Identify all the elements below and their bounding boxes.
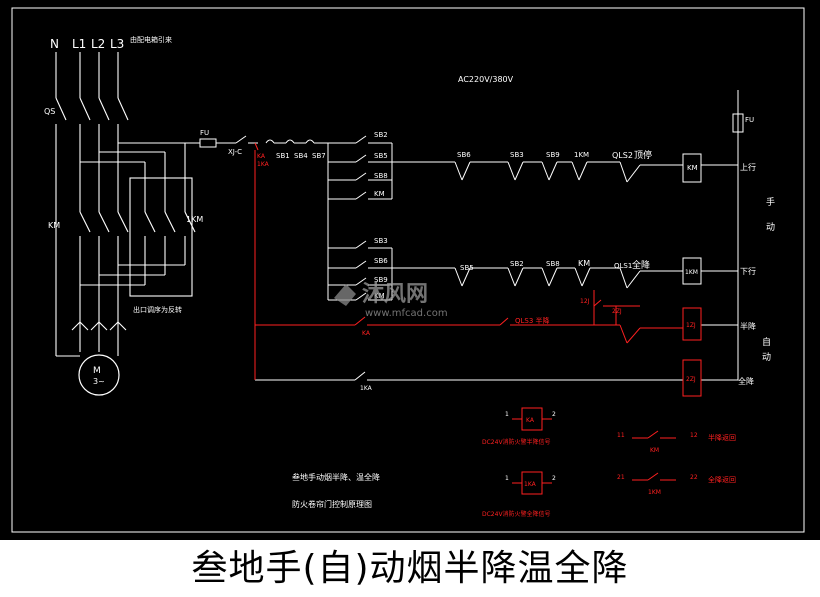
ka12-label: 12J [580, 298, 590, 305]
phase-l1-label: L1 [72, 37, 86, 51]
out2-mid: 1KM [648, 489, 661, 496]
relay2-label: 1KA [524, 481, 537, 488]
page-caption: 叁地手(自)动烟半降温全降 [191, 548, 629, 589]
sb1-label: SB1 [276, 152, 290, 160]
full-text-label: 全降 [738, 376, 754, 386]
alarm-labels: KA 1KA KA 1KA 12J 2ZJ QLS3 半降 1ZJ 2ZJ KA… [257, 153, 736, 518]
km-aux2-label: KM [374, 292, 385, 300]
source-note: 由配电箱引来 [130, 35, 172, 44]
power-labels: N L1 L2 L3 由配电箱引来 QS KM 1KM M 3~ 出口调序为反转 [44, 35, 203, 386]
watermark-logo-icon [334, 284, 356, 306]
sb6-label: SB6 [374, 257, 388, 265]
relay1-pin1: 1 [505, 411, 509, 418]
up-qls2-label: QLS2 [612, 151, 633, 160]
xj-label: XJ-C [228, 148, 242, 156]
up-text-label: 上行 [740, 162, 756, 172]
sb3-label: SB3 [374, 237, 388, 245]
title-line-1: 叁地手动烟半降、温全降 [292, 472, 380, 482]
fu-right-label: FU [745, 116, 754, 124]
dn-sb2-label: SB2 [510, 260, 524, 268]
dn-full-label: 全降 [632, 259, 650, 271]
drawing-frame [11, 7, 805, 533]
up-coil-label: KM [687, 164, 698, 172]
cad-drawing: N L1 L2 L3 由配电箱引来 QS KM 1KM M 3~ 出口调序为反转 [0, 0, 820, 540]
relay1-label: KA [526, 417, 535, 424]
phase-l3-label: L3 [110, 37, 124, 51]
km-label: KM [48, 221, 60, 230]
title-line-2: 防火卷帘门控制原理图 [292, 499, 372, 509]
out2-note: 全降返回 [708, 475, 736, 484]
motor-label: M [93, 366, 101, 376]
ka-top-label: KA [257, 153, 266, 160]
half-text-label: 半降 [740, 321, 756, 331]
control-labels: AC220V/380V FU XJ-C SB1 SB4 SB7 SB2 SB5 … [200, 75, 775, 386]
watermark: 沐风网 www.mfcad.com [334, 282, 448, 319]
out1-right: 12 [690, 432, 698, 439]
relay2-note: DC24V消防火警全降信号 [482, 510, 551, 518]
sb5-label: SB5 [374, 152, 388, 160]
dn-qls1-label: QLS1 [614, 262, 632, 270]
control-circuit [185, 90, 744, 381]
out1-note: 半降返回 [708, 433, 736, 442]
reverse-note: 出口调序为反转 [133, 305, 182, 314]
supply-label: AC220V/380V [458, 75, 514, 84]
power-circuit [55, 52, 196, 357]
title-block: 叁地手动烟半降、温全降 防火卷帘门控制原理图 [292, 472, 380, 509]
ka2j-label: 2ZJ [612, 308, 622, 315]
auto-label-1: 自 [762, 336, 771, 348]
km-aux-label: KM [374, 190, 385, 198]
dn-coil-label: 1KM [685, 269, 698, 276]
qs-label: QS [44, 107, 55, 116]
dn-km-label: KM [578, 259, 590, 268]
km1-label: 1KM [186, 215, 203, 224]
dn-sb5-label: SB5 [460, 264, 474, 272]
watermark-brand: 沐风网 [362, 282, 428, 307]
motor-sub-label: 3~ [93, 377, 105, 386]
sb8-label: SB8 [374, 172, 388, 180]
motor-symbol [78, 354, 120, 396]
sb9-label: SB9 [374, 276, 388, 284]
watermark-url: www.mfcad.com [365, 308, 448, 319]
sb4-label: SB4 [294, 152, 308, 160]
out2-left: 21 [617, 474, 625, 481]
dn-sb8-label: SB8 [546, 260, 560, 268]
dn-text-label: 下行 [740, 266, 756, 276]
relay1-pin2: 2 [552, 411, 556, 418]
ka-mid-label: KA [362, 330, 371, 337]
manual-label-2: 动 [766, 222, 775, 233]
out2-right: 22 [690, 474, 698, 481]
coil2-label: 2ZJ [686, 376, 696, 383]
manual-label-1: 手 [766, 196, 775, 208]
phase-n-label: N [50, 37, 59, 51]
relay2-pin1: 1 [505, 475, 509, 482]
ka-top2-label: 1KA [257, 161, 270, 168]
up-sb6-label: SB6 [457, 151, 471, 159]
up-stop-label: 顶停 [634, 149, 652, 161]
up-sb9-label: SB9 [546, 151, 560, 159]
up-sb3-label: SB3 [510, 151, 524, 159]
up-1km-label: 1KM [574, 151, 589, 159]
sb2-label: SB2 [374, 131, 388, 139]
fu-label: FU [200, 129, 209, 137]
alarm-circuit [254, 142, 702, 495]
auto-label-2: 动 [762, 352, 771, 363]
relay2-pin2: 2 [552, 475, 556, 482]
sb7-label: SB7 [312, 152, 326, 160]
phase-l2-label: L2 [91, 37, 105, 51]
out1-left: 11 [617, 432, 625, 439]
relay1-note: DC24V消防火警半降信号 [482, 438, 551, 446]
qls3-label: QLS3 半降 [515, 316, 550, 325]
coil1-label: 1ZJ [686, 322, 696, 329]
k1ka-label: 1KA [360, 385, 373, 392]
out1-mid: KM [650, 447, 659, 454]
